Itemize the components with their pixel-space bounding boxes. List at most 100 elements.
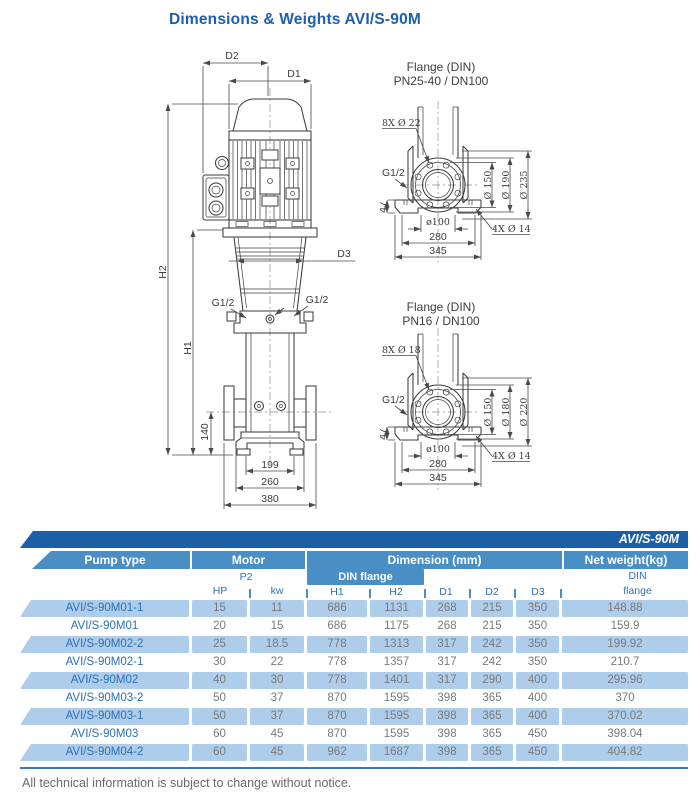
value-cell-d3: 350 xyxy=(527,620,548,632)
value-cell-hp: 30 xyxy=(213,656,226,668)
header-motor: Motor xyxy=(192,551,305,569)
port-label-g12-right: G1/2 xyxy=(306,294,329,306)
dim-label-345: 345 xyxy=(429,472,447,484)
flange-housing xyxy=(394,372,482,441)
pump-dimensions: D2 D1 H2 H1 140 D3 G1/2 G1/2 199 xyxy=(157,50,355,509)
pump-base xyxy=(235,431,305,456)
value-cell-kw: 11 xyxy=(250,600,304,617)
value-cell-d1: 268 xyxy=(437,620,457,632)
value-cell-d3: 400 xyxy=(527,692,548,704)
value-cell-d1: 398 xyxy=(426,744,468,761)
dim-label-h1: H1 xyxy=(182,341,194,355)
value-cell-d3: 350 xyxy=(516,636,559,653)
page-title: Dimensions & Weights AVI/S-90M xyxy=(168,11,422,28)
value-cell-d2: 365 xyxy=(482,692,502,704)
value-cell-weight: 148.88 xyxy=(562,600,688,617)
value-cell-h2: 1595 xyxy=(383,728,410,740)
value-cell-d3: 400 xyxy=(516,672,559,689)
value-cell-d3: 350 xyxy=(516,600,559,617)
footer-note: All technical information is subject to … xyxy=(22,776,352,790)
value-cell-kw: 30 xyxy=(250,672,304,689)
port-label-g12: G1/2 xyxy=(382,394,405,406)
value-cell-h1: 778 xyxy=(307,672,367,689)
value-cell-hp: 60 xyxy=(192,744,247,761)
value-cell-hp: 50 xyxy=(213,692,226,704)
value-cell-d2: 365 xyxy=(471,708,513,725)
value-cell-h2: 1595 xyxy=(383,692,410,704)
value-cell-h2: 1595 xyxy=(370,708,423,725)
pump-type-cell: AVI/S-90M02-1 xyxy=(65,656,144,668)
value-cell-h2: 1131 xyxy=(370,600,423,617)
dim-label-280: 280 xyxy=(429,458,447,470)
pump-type-cell: AVI/S-90M03 xyxy=(70,728,139,740)
flange-bottom-drawing: 8X Ø 18 G1/2 47 Ø 150 Ø 180 Ø 220 ø100 2… xyxy=(380,328,532,490)
column-tick xyxy=(249,589,251,598)
pump-head xyxy=(226,310,314,334)
value-cell-d1: 398 xyxy=(426,708,468,725)
value-cell-h1: 778 xyxy=(327,656,347,668)
value-cell-h1: 870 xyxy=(307,708,367,725)
value-cell-h1: 962 xyxy=(307,744,367,761)
value-cell-d2: 365 xyxy=(471,744,513,761)
pump-type-cell: AVI/S-90M01 xyxy=(70,620,139,632)
header-net-weight: Net weight(kg) xyxy=(564,551,688,569)
value-cell-hp: 50 xyxy=(192,708,247,725)
table-bottom-rule xyxy=(20,767,688,769)
pump-type-cell: AVI/S-90M03-2 xyxy=(65,692,144,704)
value-cell-h1: 686 xyxy=(327,620,347,632)
value-cell-d1: 317 xyxy=(426,672,468,689)
value-cell-weight: 295.96 xyxy=(562,672,688,689)
value-cell-kw: 18.5 xyxy=(250,636,304,653)
value-cell-kw: 45 xyxy=(250,744,304,761)
value-cell-d2: 215 xyxy=(471,600,513,617)
value-cell-kw: 15 xyxy=(270,620,284,632)
flange-bottom-title: Flange (DIN) PN16 / DN100 xyxy=(376,300,506,328)
flange-bottom-title-line2: PN16 / DN100 xyxy=(402,314,480,328)
value-cell-d2: 215 xyxy=(482,620,502,632)
flange-housing xyxy=(394,145,482,214)
value-cell-weight: 398.04 xyxy=(607,728,643,740)
dia-label-3: Ø 220 xyxy=(519,398,530,427)
subheader-d2: D2 xyxy=(485,586,499,598)
value-cell-weight: 370.02 xyxy=(562,708,688,725)
value-cell-h1: 686 xyxy=(307,600,367,617)
subheader-h2: H2 xyxy=(389,586,403,598)
dia-label-3: Ø 235 xyxy=(519,171,530,200)
pump-type-cell: AVI/S-90M04-2 xyxy=(20,744,189,761)
value-cell-d1: 398 xyxy=(437,692,457,704)
value-cell-hp: 60 xyxy=(213,728,226,740)
flange-pipe xyxy=(400,101,478,263)
column-tick xyxy=(469,589,471,598)
value-cell-h2: 1175 xyxy=(384,620,409,632)
bore-label: ø100 xyxy=(426,444,450,455)
column-tick xyxy=(560,589,562,598)
value-cell-d1: 317 xyxy=(437,656,457,668)
value-cell-h1: 870 xyxy=(327,692,347,704)
table-group-header: Pump type Motor Dimension (mm) Net weigh… xyxy=(20,551,688,569)
suction-discharge-flanges xyxy=(223,385,317,441)
flange-top-drawing: 8X Ø 22 G1/2 47 Ø 150 Ø 190 Ø 235 ø100 2… xyxy=(380,101,532,263)
foot-callout-label: 4X Ø 14 xyxy=(492,224,531,235)
subheader-p2: P2 xyxy=(239,571,253,583)
foot-callout-label: 4X Ø 14 xyxy=(492,451,531,462)
pump-outline-drawing: D2 D1 H2 H1 140 D3 G1/2 G1/2 199 xyxy=(157,50,355,509)
value-cell-d2: 242 xyxy=(471,636,513,653)
value-cell-hp: 15 xyxy=(192,600,247,617)
value-cell-kw: 22 xyxy=(270,656,284,668)
subheader-h1: H1 xyxy=(330,586,344,598)
dim-label-380: 380 xyxy=(261,493,279,505)
bolt-callout-label: 8X Ø 22 xyxy=(382,118,421,129)
flange-dimensions: 8X Ø 22 G1/2 47 Ø 150 Ø 190 Ø 235 ø100 2… xyxy=(380,118,532,260)
value-cell-d3: 350 xyxy=(527,656,548,668)
bolt-callout-label: 8X Ø 18 xyxy=(382,345,421,356)
value-cell-h2: 1401 xyxy=(370,672,423,689)
port-label-g12-left: G1/2 xyxy=(212,297,235,309)
value-cell-d1: 317 xyxy=(426,636,468,653)
table-series-banner: AVI/S-90M xyxy=(20,531,688,548)
bore-label: ø100 xyxy=(426,217,450,228)
dia-label-1: Ø 150 xyxy=(483,398,494,427)
value-cell-hp: 25 xyxy=(192,636,247,653)
